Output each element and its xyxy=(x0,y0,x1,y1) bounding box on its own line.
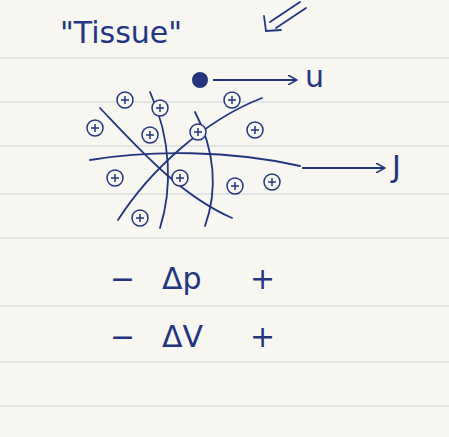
voltage-difference-label: ΔV xyxy=(162,320,203,353)
tissue-fibers xyxy=(90,92,300,228)
current-label: J xyxy=(392,150,401,183)
moving-charge xyxy=(192,72,208,88)
sign-label: + xyxy=(250,262,275,295)
positive-ion xyxy=(190,124,206,140)
positive-ion xyxy=(264,174,280,190)
double-arrow xyxy=(264,2,306,31)
positive-ion xyxy=(117,92,133,108)
positive-ion xyxy=(152,100,168,116)
positive-ion xyxy=(227,178,243,194)
current-arrow xyxy=(302,167,384,169)
positive-ion xyxy=(142,127,158,143)
charge-particles xyxy=(87,92,280,226)
sign-label: − xyxy=(110,320,135,353)
velocity-label: u xyxy=(305,60,324,93)
positive-ion xyxy=(107,170,123,186)
pressure-difference-label: Δp xyxy=(162,262,202,295)
positive-ion xyxy=(87,120,103,136)
ruled-lines xyxy=(0,58,449,406)
positive-ion xyxy=(224,92,240,108)
positive-ion xyxy=(172,170,188,186)
positive-ion xyxy=(132,210,148,226)
sign-label: − xyxy=(110,262,135,295)
positive-ion xyxy=(247,122,263,138)
sign-label: + xyxy=(250,320,275,353)
velocity-arrow xyxy=(213,79,296,81)
title-label: "Tissue" xyxy=(60,16,182,49)
